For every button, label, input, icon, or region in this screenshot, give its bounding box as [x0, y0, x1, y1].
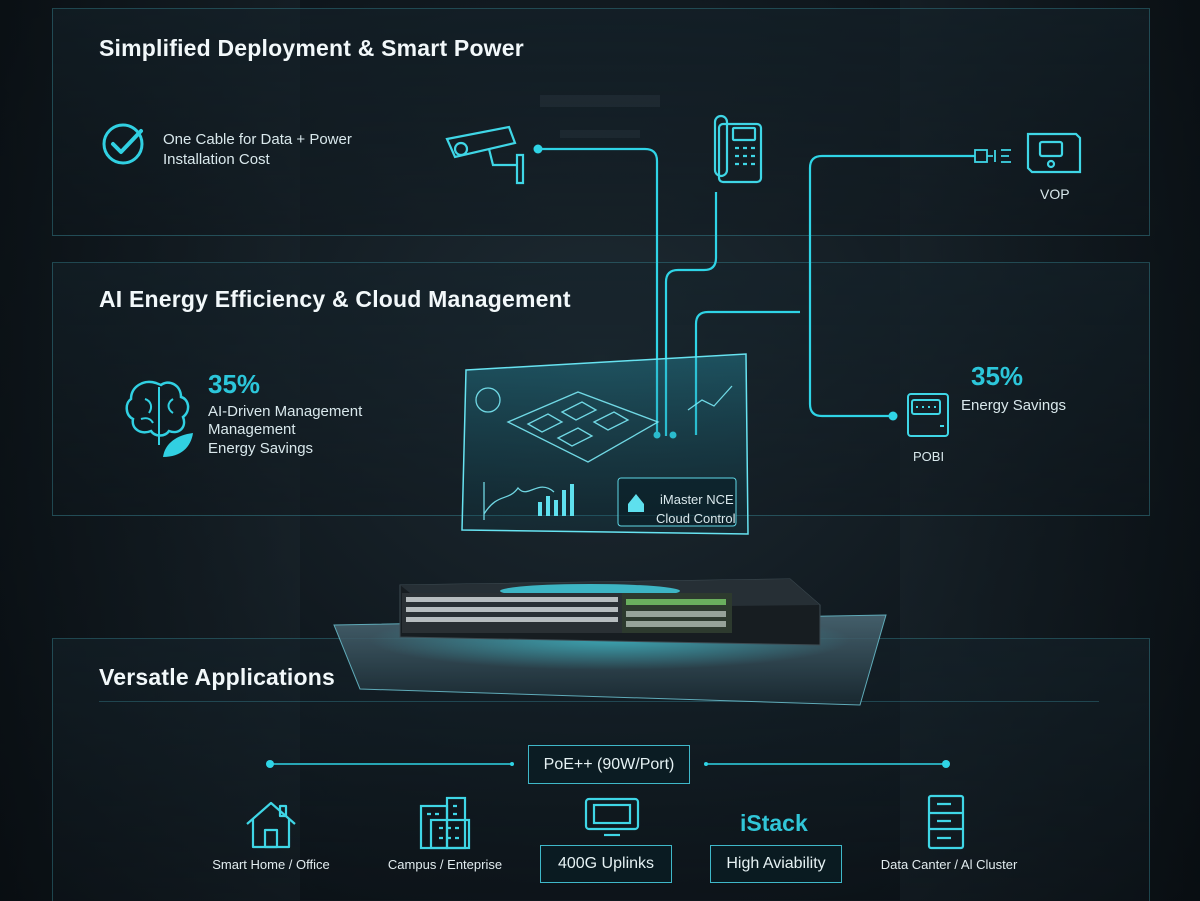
app-label-home: Smart Home / Office — [212, 857, 330, 872]
building-icon — [419, 796, 471, 850]
voip-device-icon — [1026, 132, 1082, 174]
deployment-title: Simplified Deployment & Smart Power — [99, 35, 524, 61]
applications-title: Versatle Applications — [99, 664, 335, 690]
cctv-camera-icon — [445, 125, 525, 185]
poe-device-label: POBI — [913, 449, 945, 464]
monitor-icon — [584, 797, 640, 837]
ai-line-2: Management — [208, 421, 296, 438]
uplinks-box: 400G Uplinks — [540, 845, 672, 883]
vop-label: VOP — [1040, 186, 1070, 202]
feature-line-1: One Cable for Data + Power — [163, 131, 352, 148]
house-icon — [246, 801, 296, 849]
high-availability-box: High Aviability — [710, 845, 842, 883]
ai-title: AI Energy Efficiency & Cloud Management — [99, 286, 571, 312]
checkmark-icon — [102, 123, 144, 165]
poe-adapter-icon — [907, 393, 949, 437]
hologram-dashboard — [461, 353, 749, 535]
istack-label: iStack — [740, 810, 808, 836]
right-percent: 35% — [971, 361, 1024, 391]
feature-line-2: Installation Cost — [163, 151, 270, 168]
brain-leaf-icon — [125, 380, 193, 457]
ai-line-3: Energy Savings — [208, 440, 314, 457]
app-label-campus: Campus / Enteprise — [387, 857, 503, 872]
applications-connector-line — [266, 760, 950, 768]
app-label-datacenter: Data Canter / Al Cluster — [880, 857, 1018, 872]
ethernet-connector-icon — [974, 149, 1011, 163]
poe-plus-box: PoE++ (90W/Port) — [528, 745, 690, 784]
ai-line-1: AI-Driven Management — [208, 403, 363, 420]
title-divider — [99, 701, 1099, 702]
network-switch — [333, 578, 887, 706]
ip-phone-icon — [713, 114, 763, 184]
right-savings-label: Energy Savings — [961, 397, 1067, 414]
hologram-line-2: Cloud Control — [656, 511, 736, 526]
server-icon — [927, 794, 965, 850]
ai-percent: 35% — [208, 369, 261, 399]
deployment-panel: Simplified Deployment & Smart Power One … — [52, 8, 1150, 236]
hologram-line-1: iMaster NCE — [660, 492, 734, 507]
